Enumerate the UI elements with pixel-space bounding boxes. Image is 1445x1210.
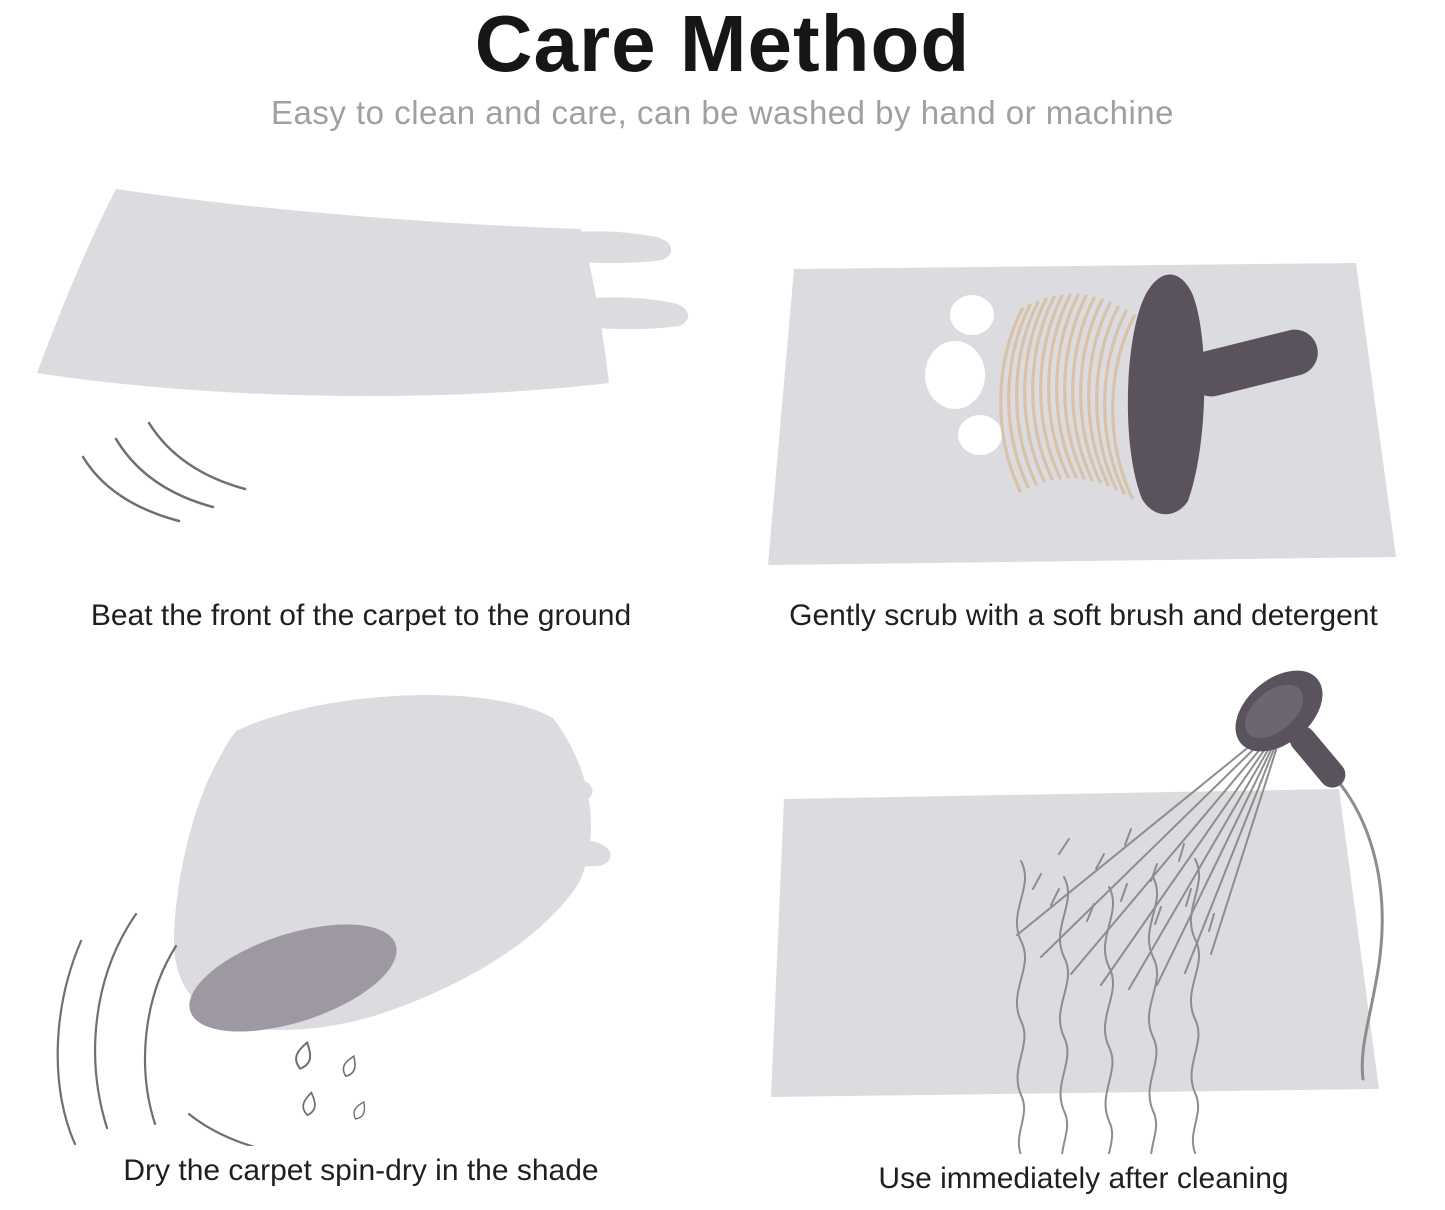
motion-lines bbox=[81, 421, 247, 523]
motion-lines bbox=[56, 912, 256, 1146]
brush-head bbox=[1127, 274, 1204, 515]
carpet-shape bbox=[770, 789, 1379, 1097]
spin-dry-art bbox=[41, 649, 681, 1146]
rinse-art bbox=[759, 649, 1409, 1154]
step-spin-dry: Dry the carpet spin-dry in the shade bbox=[0, 649, 722, 1204]
foam-suds bbox=[924, 295, 1002, 455]
beat-carpet-art bbox=[21, 146, 701, 591]
spin-dry-illustration bbox=[56, 694, 611, 1146]
brush-handle bbox=[1187, 329, 1318, 397]
step-caption-scrub: Gently scrub with a soft brush and deter… bbox=[789, 599, 1378, 632]
step-scrub-brush: Gently scrub with a soft brush and deter… bbox=[722, 146, 1445, 649]
step-caption-rinse: Use immediately after cleaning bbox=[878, 1162, 1289, 1195]
steps-grid: Beat the front of the carpet to the grou… bbox=[0, 146, 1445, 1204]
carpet-tassels bbox=[529, 231, 689, 330]
shower-hose bbox=[1317, 759, 1384, 1081]
water-drops bbox=[295, 1040, 366, 1120]
header: Care Method Easy to clean and care, can … bbox=[0, 0, 1445, 146]
shower-rinse-illustration bbox=[770, 670, 1384, 1154]
beat-carpet-illustration bbox=[37, 189, 689, 523]
carpet-shape bbox=[37, 189, 609, 397]
step-beat-carpet: Beat the front of the carpet to the grou… bbox=[0, 146, 722, 649]
spray-droplet-dashes bbox=[1031, 828, 1215, 932]
scrub-brush-illustration bbox=[767, 263, 1396, 565]
shower-head bbox=[1235, 670, 1345, 788]
step-caption-beat: Beat the front of the carpet to the grou… bbox=[90, 599, 632, 632]
scrub-brush-art bbox=[764, 146, 1404, 591]
roll-end-opening bbox=[189, 924, 397, 1032]
page-subtitle: Easy to clean and care, can be washed by… bbox=[270, 94, 1175, 131]
step-rinse: Use immediately after cleaning bbox=[722, 649, 1445, 1204]
step-caption-spin-dry: Dry the carpet spin-dry in the shade bbox=[123, 1154, 599, 1187]
page-title: Care Method bbox=[474, 0, 971, 88]
